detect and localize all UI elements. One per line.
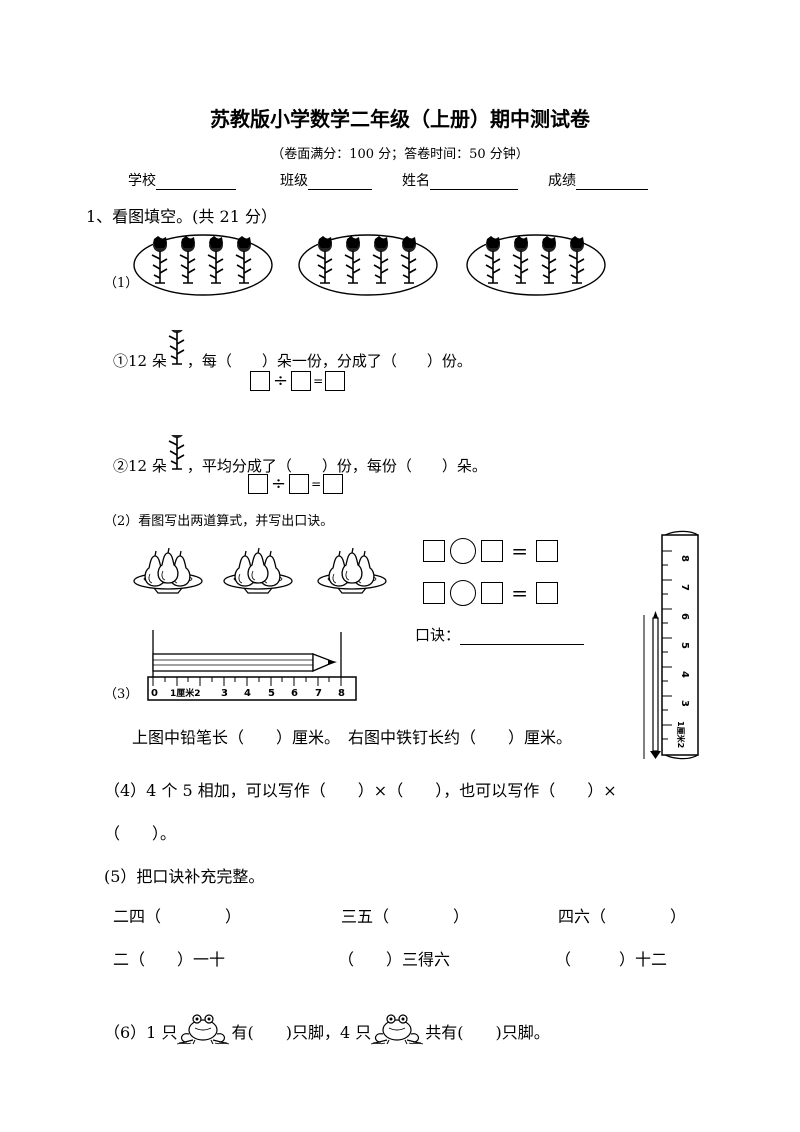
koujue-item[interactable]: 三五（ ） [341, 907, 470, 926]
answer-box[interactable] [291, 370, 312, 391]
ruler-tick-label: 6 [291, 688, 298, 699]
ruler-tick-label: 3 [679, 700, 690, 707]
part6-text-a: （6）1 只 [104, 1023, 178, 1042]
equation-1b: ÷= [248, 473, 344, 494]
question-1b: ②12 朵 ，平均分成了（ ）份，每份（ ）朵。 [113, 421, 487, 476]
ruler-tick-label: 7 [679, 584, 690, 591]
ruler-tick-label: 6 [679, 613, 690, 620]
koujue-item[interactable]: （ ）十二 [555, 950, 668, 969]
ruler-tick-label: 5 [268, 688, 275, 699]
equals-sign: = [311, 476, 322, 491]
koujue-item[interactable]: 四六（ ） [558, 907, 687, 926]
nail-ruler-image: 8 7 6 5 4 3 1厘米2 [643, 530, 699, 760]
school-field[interactable]: 学校 [128, 170, 236, 190]
equation-1a: ÷= [250, 370, 346, 391]
answer-box[interactable] [250, 370, 270, 391]
part2-text: （2）看图写出两道算式，并写出口诀。 [104, 514, 334, 529]
score-label: 成绩 [548, 173, 576, 189]
class-label: 班级 [280, 173, 308, 189]
pear-plates-image [130, 545, 390, 605]
answer-box[interactable] [289, 473, 310, 494]
frog-icon [176, 1014, 231, 1045]
page-title: 苏教版小学数学二年级（上册）期中测试卷 [210, 107, 590, 131]
flower-icon [168, 421, 185, 470]
answer-box[interactable] [536, 582, 559, 604]
equals-sign: = [511, 581, 529, 605]
part4-line2: （ ）。 [104, 824, 177, 843]
part6-text-c: 共有( )只脚。 [425, 1023, 550, 1042]
class-field[interactable]: 班级 [280, 170, 372, 190]
ruler-tick-label: 4 [244, 688, 251, 699]
answer-box[interactable] [536, 540, 559, 562]
name-field[interactable]: 姓名 [402, 170, 518, 190]
ruler-tick-label: 0 [151, 688, 158, 699]
page-subtitle: （卷面满分：100 分；答卷时间：50 分钟） [271, 147, 529, 162]
equals-sign: = [313, 373, 324, 388]
divide-sign: ÷ [271, 473, 287, 494]
answer-box[interactable] [323, 473, 344, 494]
flower-groups-image [133, 234, 606, 296]
koujue-item[interactable]: 二（ ）一十 [113, 950, 226, 969]
equation-2b: = [423, 580, 559, 606]
equation-2a: = [423, 538, 559, 564]
operator-circle[interactable] [450, 538, 477, 564]
koujue-label: 口诀： [415, 626, 461, 644]
q1b-text: ，平均分成了（ ）份，每份（ ）朵。 [186, 457, 487, 475]
part1-label: （1） [104, 276, 139, 291]
ruler-tick-label: 3 [221, 688, 228, 699]
part6-line: （6）1 只 有( )只脚，4 只 共有( )只脚。 [104, 1010, 550, 1048]
answer-box[interactable] [423, 582, 445, 604]
pencil-ruler-image: 0 1厘米2 3 4 5 6 7 8 [147, 630, 357, 701]
q1a-text: ，每（ ）朵一份，分成了（ ）份。 [186, 352, 472, 370]
q1b-prefix: ②12 朵 [113, 457, 167, 475]
ruler-tick-label: 4 [679, 671, 690, 678]
ruler-tick-label: 8 [679, 555, 690, 562]
ruler-tick-label: 7 [315, 688, 322, 699]
section-heading: 1、看图填空。(共 21 分） [86, 207, 277, 226]
part3-label: （3） [104, 687, 139, 702]
flower-icon [168, 316, 185, 365]
ruler-tick-label: 1厘米2 [676, 721, 686, 748]
part4-line1: （4）4 个 5 相加，可以写作（ ）×（ ），也可以写作（ ）× [104, 781, 617, 800]
ruler-tick-label: 5 [679, 642, 690, 649]
answer-box[interactable] [325, 370, 346, 391]
answer-box[interactable] [481, 540, 504, 562]
answer-box[interactable] [423, 540, 445, 562]
score-field[interactable]: 成绩 [548, 170, 648, 190]
name-label: 姓名 [402, 173, 430, 189]
part6-text-b: 有( )只脚，4 只 [231, 1023, 372, 1042]
equals-sign: = [511, 539, 529, 563]
koujue-field[interactable]: 口诀： [415, 624, 585, 645]
operator-circle[interactable] [450, 580, 477, 606]
part3-text: 上图中铅笔长（ ）厘米。 右图中铁钉长约（ ）厘米。 [132, 728, 573, 747]
school-label: 学校 [128, 173, 156, 189]
frog-icon [370, 1014, 424, 1045]
ruler-tick-label: 8 [338, 688, 345, 699]
koujue-item[interactable]: （ ）三得六 [338, 950, 451, 969]
answer-box[interactable] [248, 473, 268, 494]
divide-sign: ÷ [273, 370, 289, 391]
question-1a: ①12 朵 ，每（ ）朵一份，分成了（ ）份。 [113, 316, 472, 371]
koujue-item[interactable]: 二四（ ） [113, 907, 242, 926]
ruler-tick-label: 1厘米2 [170, 687, 201, 699]
q1a-prefix: ①12 朵 [113, 352, 167, 370]
answer-box[interactable] [481, 582, 504, 604]
part5-text: (5）把口诀补充完整。 [104, 867, 265, 886]
